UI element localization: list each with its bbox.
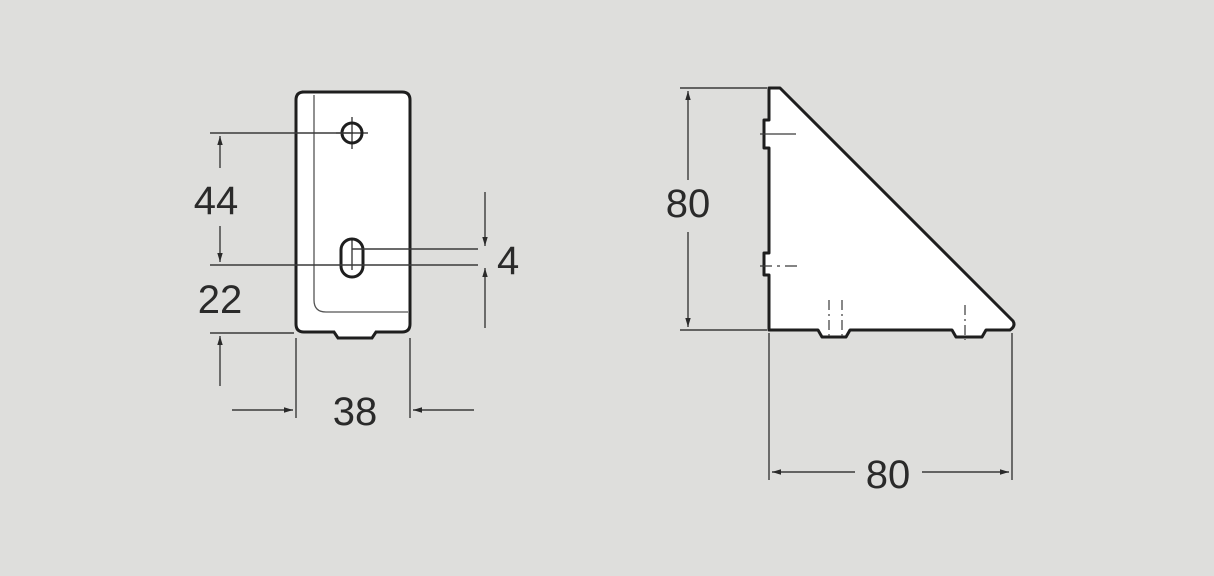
dim-width: 38 (333, 390, 378, 434)
dim-height: 80 (666, 182, 711, 226)
flange-edge-line (313, 95, 408, 313)
dim-length: 80 (866, 453, 911, 497)
dim-hole-spacing: 44 (194, 179, 239, 223)
bracket-front-outline (294, 90, 412, 340)
bracket-side-outline (762, 86, 1016, 339)
dim-slot-offset: 22 (198, 278, 243, 322)
front-view: 44 22 4 38 (194, 90, 519, 434)
side-view: 80 80 (666, 86, 1016, 497)
dim-slot-width: 4 (497, 239, 519, 283)
